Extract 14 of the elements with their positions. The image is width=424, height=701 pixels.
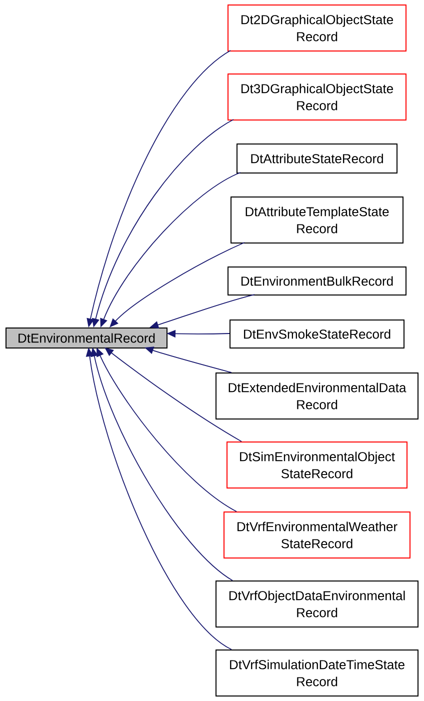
class-box: DtAttributeTemplateState Record	[230, 196, 404, 244]
class-box: Dt3DGraphicalObjectState Record	[228, 74, 406, 120]
class-box: DtEnvironmentalRecord	[6, 328, 168, 348]
class-box: DtVrfSimulationDateTimeState Record	[216, 650, 418, 696]
class-box: DtVrfObjectDataEnvironmental Record	[216, 580, 418, 628]
class-box: DtAttributeStateRecord	[236, 144, 398, 174]
arrow	[110, 242, 245, 328]
class-box: DtEnvSmokeStateRecord	[230, 320, 404, 348]
arrow	[104, 348, 242, 442]
class-box: DtEnvironmentBulkRecord	[228, 266, 406, 296]
class-box: DtSimEnvironmentalObject StateRecord	[226, 442, 408, 488]
class-box: Dt2DGraphicalObjectState Record	[228, 4, 406, 52]
class-box: DtExtendedEnvironmentalData Record	[216, 372, 418, 420]
class-box: DtVrfEnvironmentalWeather StateRecord	[224, 512, 410, 558]
